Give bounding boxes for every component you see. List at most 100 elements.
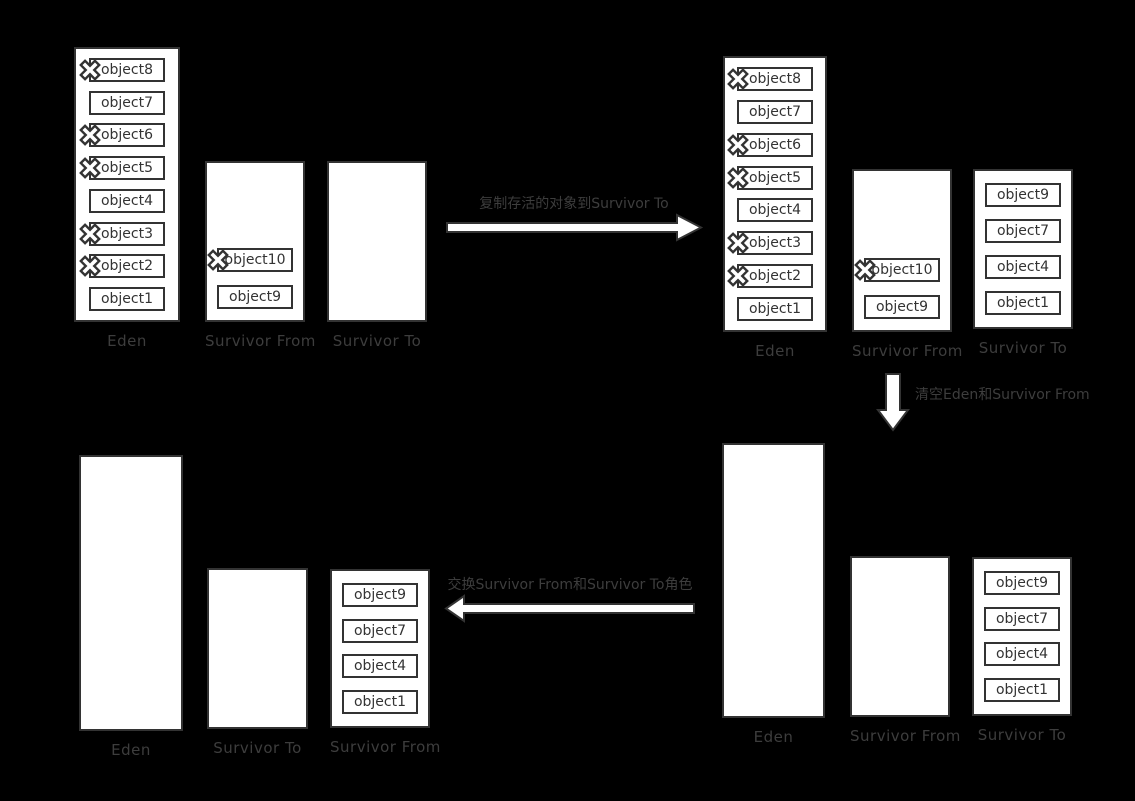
object-box-object1: object1 (89, 287, 165, 312)
object-box-object9: object9 (342, 582, 418, 607)
survivor-from-region: object10 object9 Survivor From (205, 161, 316, 350)
object-box-object7: object7 (985, 219, 1061, 243)
clear-arrow-icon (876, 373, 910, 432)
survivor-from-box: object9 object7 object4 object1 (330, 569, 430, 728)
object-label: object9 (875, 299, 929, 315)
object-label: object4 (996, 259, 1050, 275)
object-box-object4: object4 (89, 188, 165, 213)
survivor-to-box (327, 161, 427, 322)
object-label: object7 (100, 94, 154, 111)
eden-region: Eden (79, 455, 183, 759)
object-label: object1 (995, 682, 1049, 699)
region-label: Survivor From (850, 727, 961, 745)
dead-cross-icon (726, 133, 750, 157)
clear-arrow-label: 清空Eden和Survivor From (915, 387, 1090, 403)
object-box-object7: object7 (984, 606, 1060, 631)
swap-arrow-label: 交换Survivor From和Survivor To角色 (447, 577, 693, 593)
region-label: Survivor To (332, 332, 422, 350)
object-box-object3: object3 (727, 231, 813, 256)
object-label: object6 (748, 136, 802, 153)
object-label: object8 (748, 70, 802, 87)
object-box-object6: object6 (727, 132, 813, 157)
survivor-from-region: object10 object9 Survivor From (852, 169, 963, 360)
dead-cross-icon (78, 254, 102, 278)
dead-cross-icon (726, 166, 750, 190)
object-box-object7: object7 (737, 99, 813, 124)
object-label: object9 (996, 187, 1050, 203)
object-box-object4: object4 (985, 255, 1061, 279)
region-label: Eden (107, 332, 147, 350)
region-label: Eden (111, 741, 151, 759)
object-box-object2: object2 (727, 264, 813, 289)
dead-cross-icon (78, 156, 102, 180)
object-box-object9: object9 (984, 570, 1060, 595)
copy-arrow-icon (446, 213, 704, 242)
object-label: object4 (100, 192, 154, 209)
eden-region: Eden (722, 443, 825, 746)
object-label: object1 (748, 301, 802, 317)
region-label: Survivor From (852, 342, 963, 360)
eden-region: object8 object7 object6 object5 object4 objec… (723, 56, 827, 360)
survivor-to-region: Survivor To (207, 568, 308, 757)
dead-cross-icon (726, 231, 750, 255)
object-label: object5 (100, 160, 154, 177)
object-box-object1: object1 (985, 291, 1061, 315)
object-box-object1: object1 (737, 297, 813, 321)
survivor-to-box (207, 568, 308, 729)
object-box-object9: object9 (217, 285, 293, 309)
object-label: object10 (871, 262, 933, 278)
object-label: object7 (995, 610, 1049, 627)
region-label: Eden (753, 728, 794, 746)
object-label: object7 (996, 223, 1050, 239)
object-label: object6 (100, 127, 154, 144)
object-box-object2: object2 (79, 254, 165, 279)
survivor-to-region: object9 object7 object4 object1 Survivor To (972, 557, 1072, 744)
object-box-object8: object8 (727, 66, 813, 91)
object-box-object4: object4 (737, 198, 813, 223)
object-label: object4 (995, 646, 1049, 663)
object-box-object1: object1 (984, 678, 1060, 703)
survivor-from-box: object10 object9 (205, 161, 305, 322)
survivor-from-box (850, 556, 950, 717)
object-box-object7: object7 (89, 90, 165, 115)
object-box-object9: object9 (985, 183, 1061, 207)
object-box-object6: object6 (79, 123, 165, 148)
region-label: Survivor To (977, 726, 1067, 744)
dead-cross-icon (78, 58, 102, 82)
eden-box: object8 object7 object6 object5 object4 objec… (723, 56, 827, 332)
object-box-object1: object1 (342, 690, 418, 715)
object-label: object9 (995, 574, 1049, 591)
object-box-object9: object9 (864, 295, 940, 319)
eden-box (79, 455, 183, 731)
object-label: object1 (353, 694, 407, 711)
survivor-from-region: Survivor From (850, 556, 961, 745)
dead-cross-icon (206, 248, 230, 272)
object-label: object2 (748, 268, 802, 285)
survivor-to-region: object9 object7 object4 object1 Survivor To (973, 169, 1073, 357)
dead-cross-icon (853, 258, 877, 282)
object-label: object7 (353, 622, 407, 639)
object-label: object4 (353, 658, 407, 675)
object-box-object10: object10 (207, 248, 293, 272)
object-label: object9 (228, 289, 282, 305)
object-label: object3 (748, 235, 802, 252)
dead-cross-icon (726, 67, 750, 91)
object-box-object7: object7 (342, 618, 418, 643)
region-label: Survivor To (978, 339, 1068, 357)
swap-arrow-icon (444, 594, 695, 623)
region-label: Survivor To (213, 739, 302, 757)
survivor-to-region: Survivor To (327, 161, 427, 350)
region-label: Survivor From (205, 332, 316, 350)
object-box-object5: object5 (727, 165, 813, 190)
object-box-object4: object4 (984, 642, 1060, 667)
object-box-object3: object3 (79, 221, 165, 246)
survivor-to-box: object9 object7 object4 object1 (973, 169, 1073, 329)
object-label: object4 (748, 202, 802, 219)
object-box-object10: object10 (854, 258, 940, 282)
object-label: object8 (100, 61, 154, 78)
object-label: object3 (100, 225, 154, 242)
object-box-object5: object5 (79, 156, 165, 181)
dead-cross-icon (78, 222, 102, 246)
eden-box: object8 object7 object6 object5 object4 objec… (74, 47, 180, 322)
